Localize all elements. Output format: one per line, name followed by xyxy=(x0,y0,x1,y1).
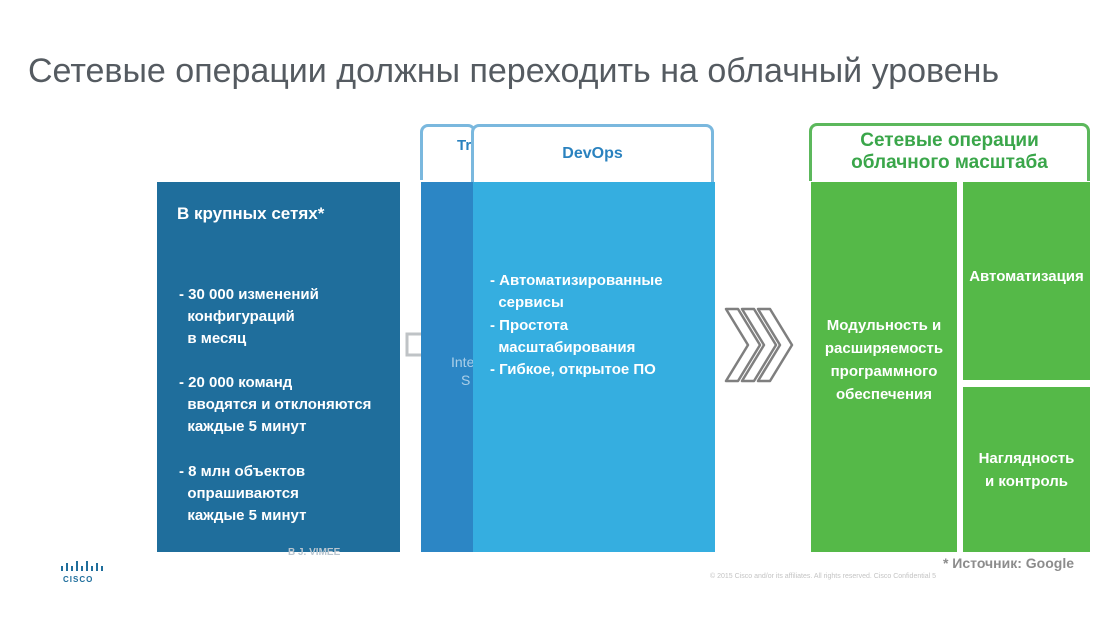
source-note: * Источник: Google xyxy=(942,555,1074,571)
faded-text-fragment: B J. VIMEE xyxy=(288,547,341,558)
large-networks-heading: В крупных сетях* xyxy=(177,204,325,223)
devops-item-automation: - Автоматизированные сервисы xyxy=(490,272,663,311)
back-box: Inte S xyxy=(421,182,477,552)
devops-item-open-software: - Гибкое, открытое ПО xyxy=(490,361,656,378)
page-title: Сетевые операции должны переходить на об… xyxy=(28,52,1000,90)
cloud-scale-heading: Сетевые операции облачного масштаба xyxy=(851,130,1048,173)
stat-item-commands: - 20 000 команд вводятся и отклоняются к… xyxy=(179,374,372,435)
chevron-right-icon xyxy=(722,305,798,390)
devops-box: - Автоматизированные сервисы - Простота … xyxy=(473,182,715,552)
modularity-label: Модульность и расширяемость программного… xyxy=(824,317,944,403)
devops-bracket: DevOps xyxy=(471,124,714,182)
automation-label: Автоматизация xyxy=(969,268,1084,285)
cloud-scale-bracket: Сетевые операции облачного масштаба xyxy=(809,123,1090,181)
large-networks-box: В крупных сетях* - 30 000 изменений конф… xyxy=(157,182,400,552)
automation-box: Автоматизация xyxy=(963,182,1090,380)
visibility-box: Наглядность и контроль xyxy=(963,387,1090,552)
devops-item-scaling: - Простота масштабирования xyxy=(490,317,636,356)
back-box-fragment: Inte xyxy=(451,354,475,370)
back-box-bracket: Tr xyxy=(420,124,476,180)
modularity-box: Модульность и расширяемость программного… xyxy=(811,182,957,552)
visibility-label: Наглядность и контроль xyxy=(978,450,1075,490)
cisco-logo-word: CISCO xyxy=(63,575,94,584)
back-box-fragment: S xyxy=(461,372,471,388)
copyright-note: © 2015 Cisco and/or its affiliates. All … xyxy=(710,573,937,580)
stat-item-config-changes: - 30 000 изменений конфигураций в месяц xyxy=(179,286,319,347)
devops-label: DevOps xyxy=(562,145,623,162)
back-box-tab-label: Tr xyxy=(457,137,472,154)
cisco-logo: CISCO xyxy=(60,560,104,584)
stat-item-objects: - 8 млн объектов опрашиваются каждые 5 м… xyxy=(179,463,307,524)
